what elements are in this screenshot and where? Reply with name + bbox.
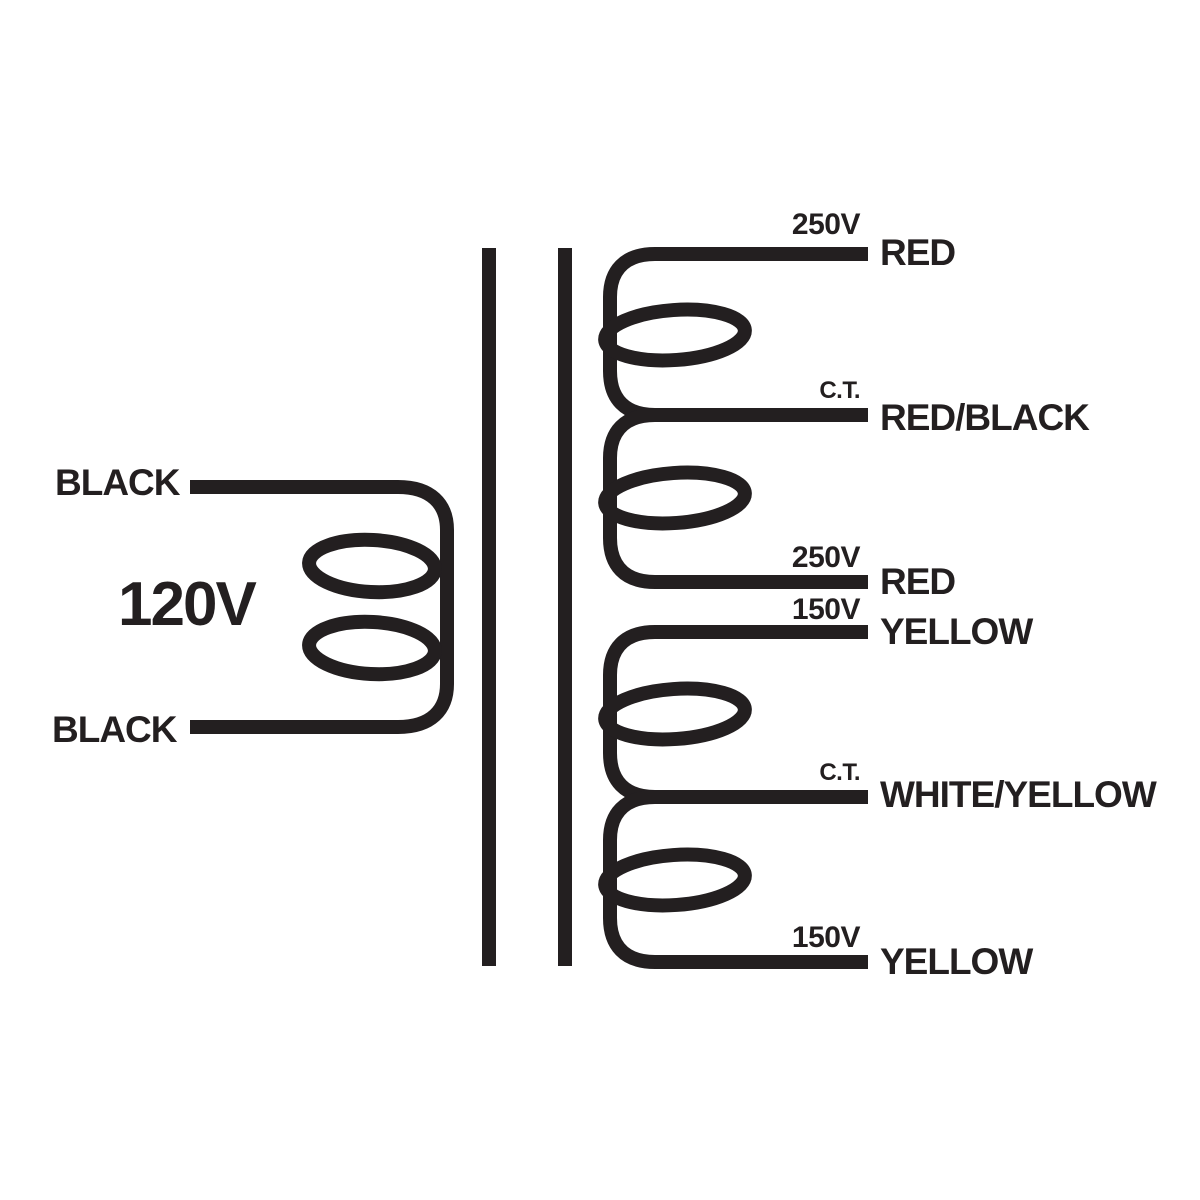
secondary2-bottom-wire-label: YELLOW bbox=[880, 941, 1033, 982]
secondary-winding-1-coil-icon bbox=[598, 247, 868, 589]
primary-top-lead-label: BLACK bbox=[55, 462, 180, 503]
core-bar-right-icon bbox=[558, 248, 572, 966]
secondary2-center-tap-label: C.T. bbox=[819, 759, 860, 786]
secondary1-bottom-wire-label: RED bbox=[880, 561, 956, 602]
secondary2-top-wire-label: YELLOW bbox=[880, 611, 1033, 652]
secondary2-bottom-voltage-label: 150V bbox=[791, 921, 861, 954]
secondary1-center-tap-wire-label: RED/BLACK bbox=[880, 397, 1090, 438]
core-bar-left-icon bbox=[482, 248, 496, 966]
secondary1-top-wire-label: RED bbox=[880, 232, 956, 273]
secondary2-top-voltage-label: 150V bbox=[791, 593, 861, 626]
primary-voltage-label: 120V bbox=[118, 570, 257, 639]
secondary2-center-tap-wire-label: WHITE/YELLOW bbox=[880, 774, 1157, 815]
secondary1-bottom-voltage-label: 250V bbox=[791, 541, 861, 574]
primary-winding-coil-icon bbox=[190, 480, 454, 734]
secondary1-top-voltage-label: 250V bbox=[791, 208, 861, 241]
primary-bottom-lead-label: BLACK bbox=[52, 709, 177, 750]
secondary-winding-2-coil-icon bbox=[598, 625, 868, 969]
secondary1-center-tap-label: C.T. bbox=[819, 377, 860, 404]
